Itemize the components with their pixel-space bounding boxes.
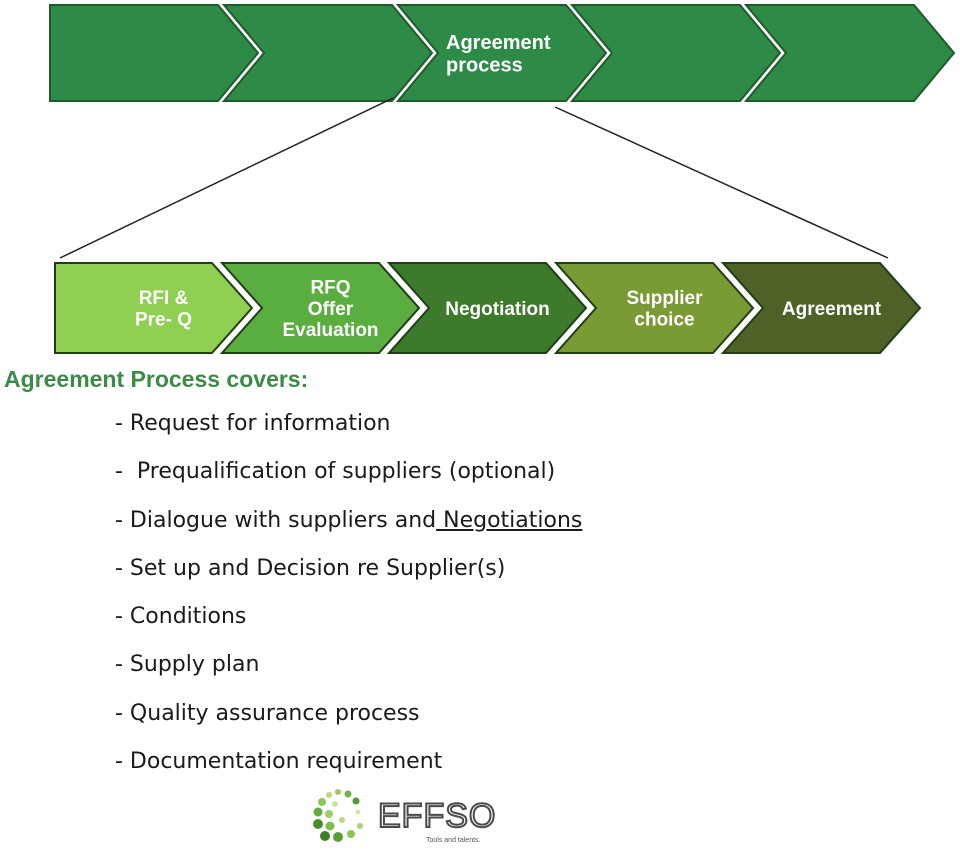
detail-label-line: Pre- Q xyxy=(135,309,192,330)
top-chevron-1 xyxy=(49,4,260,102)
detail-label-line: Negotiation xyxy=(445,299,550,320)
item-text: - Supply plan xyxy=(115,652,260,678)
zoom-line-left xyxy=(59,97,394,259)
section-heading: Agreement Process covers: xyxy=(4,366,309,392)
logo-tagline: Tools and talents. xyxy=(426,837,481,844)
item-text: - Documentation requirement xyxy=(115,749,443,775)
top-chevron-4 xyxy=(569,4,782,102)
detail-label-line: Evaluation xyxy=(282,320,378,341)
list-item: - Set up and Decision re Supplier(s) xyxy=(115,547,582,595)
item-underlined-text: Negotiations xyxy=(436,507,583,533)
detail-label-line: choice xyxy=(634,309,694,330)
detail-chevron-1 xyxy=(54,262,254,354)
list-item: - Documentation requirement xyxy=(115,740,582,788)
top-chevron-2 xyxy=(221,4,434,102)
detail-chevron-label-1: RFI &Pre- Q xyxy=(135,288,192,330)
zoom-line-right xyxy=(554,106,889,259)
list-item: - Request for information xyxy=(115,402,582,450)
detail-label-line: RFI & xyxy=(139,288,189,309)
item-text: - Prequalification of suppliers (optiona… xyxy=(115,459,556,485)
detail-label-line: Offer xyxy=(308,299,354,320)
logo-wordmark: EFFSO xyxy=(378,797,496,835)
item-text: - Request for information xyxy=(115,411,391,436)
logo-dots-icon xyxy=(313,789,363,842)
list-item: - Quality assurance process xyxy=(115,692,582,740)
detail-chevron-5 xyxy=(720,262,922,354)
coverage-list: - Request for information - Prequalifica… xyxy=(115,402,582,788)
item-text: - Quality assurance process xyxy=(115,700,420,726)
detail-chevron-2 xyxy=(219,262,421,354)
zoom-lines xyxy=(59,97,889,259)
item-text: - Conditions xyxy=(115,604,247,630)
item-text: - Set up and Decision re Supplier(s) xyxy=(115,555,506,581)
detail-chevron-label-3: Negotiation xyxy=(445,299,550,320)
top-chevron-5 xyxy=(743,4,956,102)
top-label-line: process xyxy=(446,54,523,76)
detail-label-line: Agreement xyxy=(782,299,882,320)
detail-label-line: RFQ xyxy=(310,278,350,299)
top-label-line: Agreement xyxy=(446,32,551,54)
detail-chevron-label-5: Agreement xyxy=(782,299,882,320)
effso-logo: EFFSO Tools and talents. xyxy=(313,789,496,844)
list-item: - Dialogue with suppliers and Negotiatio… xyxy=(115,499,582,547)
detail-chevron-3 xyxy=(386,262,588,354)
top-chevron-3 xyxy=(395,4,608,102)
list-item: - Prequalification of suppliers (optiona… xyxy=(115,450,582,498)
detail-label-line: Supplier xyxy=(626,288,703,309)
item-text: - Dialogue with suppliers and xyxy=(115,507,437,533)
list-item: - Conditions xyxy=(115,595,582,643)
detail-chevron-4 xyxy=(553,262,755,354)
list-item: - Supply plan xyxy=(115,643,582,691)
